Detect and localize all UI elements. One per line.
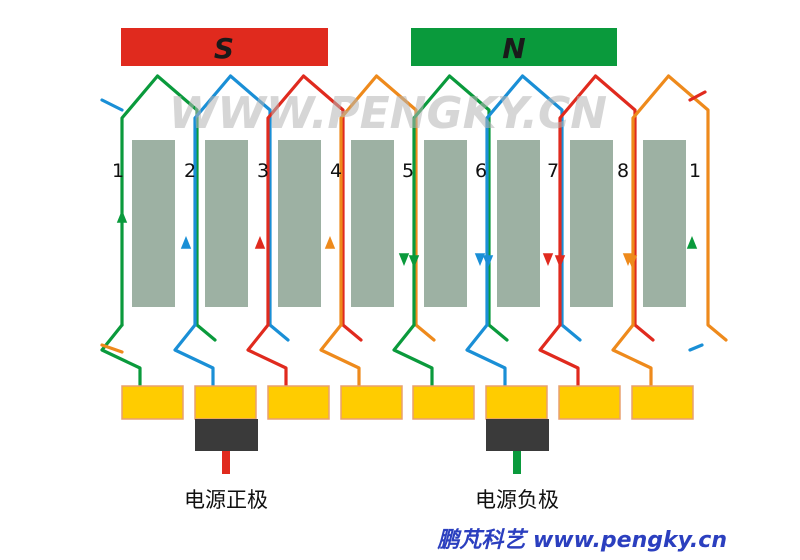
negative-terminal-label: 电源负极 bbox=[475, 488, 559, 512]
coil-lead-1 bbox=[100, 323, 142, 388]
coil-lead-8 bbox=[611, 323, 653, 388]
coil-wires bbox=[100, 74, 728, 388]
coil-lead-6 bbox=[465, 323, 507, 388]
coil-wire-2 bbox=[193, 74, 290, 342]
coil-number-1: 1 bbox=[112, 160, 124, 182]
coil-wire-5 bbox=[412, 74, 509, 342]
core-7 bbox=[570, 140, 613, 307]
watermark: WWW.PENGKY.CN bbox=[169, 88, 607, 139]
coil-lead-3 bbox=[246, 323, 288, 388]
positive-brush-lead bbox=[222, 451, 230, 474]
current-arrow-4 bbox=[324, 236, 336, 249]
commutator-segment-3 bbox=[267, 385, 330, 420]
coil-lead-5 bbox=[392, 323, 434, 388]
coil-number-6: 6 bbox=[475, 160, 487, 182]
current-arrow-8b bbox=[626, 255, 638, 268]
wire-stub-right-top bbox=[688, 90, 707, 102]
wire-stub-left-top bbox=[100, 98, 124, 112]
coil-number-8: 8 bbox=[617, 160, 629, 182]
coil-wire-3 bbox=[266, 74, 363, 342]
coil-number-1-repeat: 1 bbox=[689, 160, 701, 182]
coil-wire-1 bbox=[120, 74, 217, 342]
wire-stub-left-bottom bbox=[100, 343, 124, 354]
commutator bbox=[121, 385, 694, 420]
north-pole-label: N bbox=[502, 32, 525, 65]
armature-cores bbox=[132, 140, 686, 307]
current-arrow-5 bbox=[398, 253, 410, 266]
core-6 bbox=[497, 140, 540, 307]
current-arrow-7b bbox=[554, 255, 566, 268]
current-arrow-3 bbox=[254, 236, 266, 249]
coil-wire-4 bbox=[339, 74, 436, 342]
south-pole-bar bbox=[121, 28, 328, 66]
coil-number-4: 4 bbox=[330, 160, 342, 182]
current-arrows bbox=[116, 210, 698, 268]
footer-credit: 鹏芃科艺 www.pengky.cn bbox=[436, 528, 727, 553]
negative-brush bbox=[486, 419, 549, 451]
coil-number-2: 2 bbox=[184, 160, 196, 182]
current-arrow-7 bbox=[542, 253, 554, 266]
core-5 bbox=[424, 140, 467, 307]
negative-brush-lead bbox=[513, 451, 521, 474]
current-arrow-1 bbox=[116, 210, 128, 223]
commutator-segment-2 bbox=[194, 385, 257, 420]
commutator-segment-1 bbox=[121, 385, 184, 420]
positive-terminal-label: 电源正极 bbox=[184, 488, 268, 512]
coil-number-5: 5 bbox=[402, 160, 414, 182]
commutator-segment-5 bbox=[412, 385, 475, 420]
current-arrow-6 bbox=[474, 253, 486, 266]
coil-lead-4 bbox=[319, 323, 361, 388]
positive-brush bbox=[195, 419, 258, 451]
north-pole-bar bbox=[411, 28, 617, 66]
commutator-segment-6 bbox=[485, 385, 548, 420]
current-arrow-5b bbox=[408, 255, 420, 268]
current-arrow-6b bbox=[482, 255, 494, 268]
coil-number-3: 3 bbox=[257, 160, 269, 182]
commutator-segment-8 bbox=[631, 385, 694, 420]
commutator-segment-4 bbox=[340, 385, 403, 420]
coil-number-7: 7 bbox=[547, 160, 559, 182]
core-8 bbox=[643, 140, 686, 307]
current-arrow-9 bbox=[686, 236, 698, 249]
south-pole-label: S bbox=[214, 32, 234, 65]
coil-wire-7 bbox=[558, 74, 655, 342]
core-3 bbox=[278, 140, 321, 307]
core-4 bbox=[351, 140, 394, 307]
core-2 bbox=[205, 140, 248, 307]
coil-wire-6 bbox=[485, 74, 582, 342]
coil-wire-8 bbox=[631, 74, 728, 342]
current-arrow-2 bbox=[180, 236, 192, 249]
coil-lead-2 bbox=[173, 323, 215, 388]
wire-stub-right-bottom bbox=[688, 343, 704, 352]
coil-lead-7 bbox=[538, 323, 580, 388]
coil-numbers: 1 2 3 4 5 6 7 8 1 bbox=[112, 160, 701, 182]
core-1 bbox=[132, 140, 175, 307]
commutator-segment-7 bbox=[558, 385, 621, 420]
